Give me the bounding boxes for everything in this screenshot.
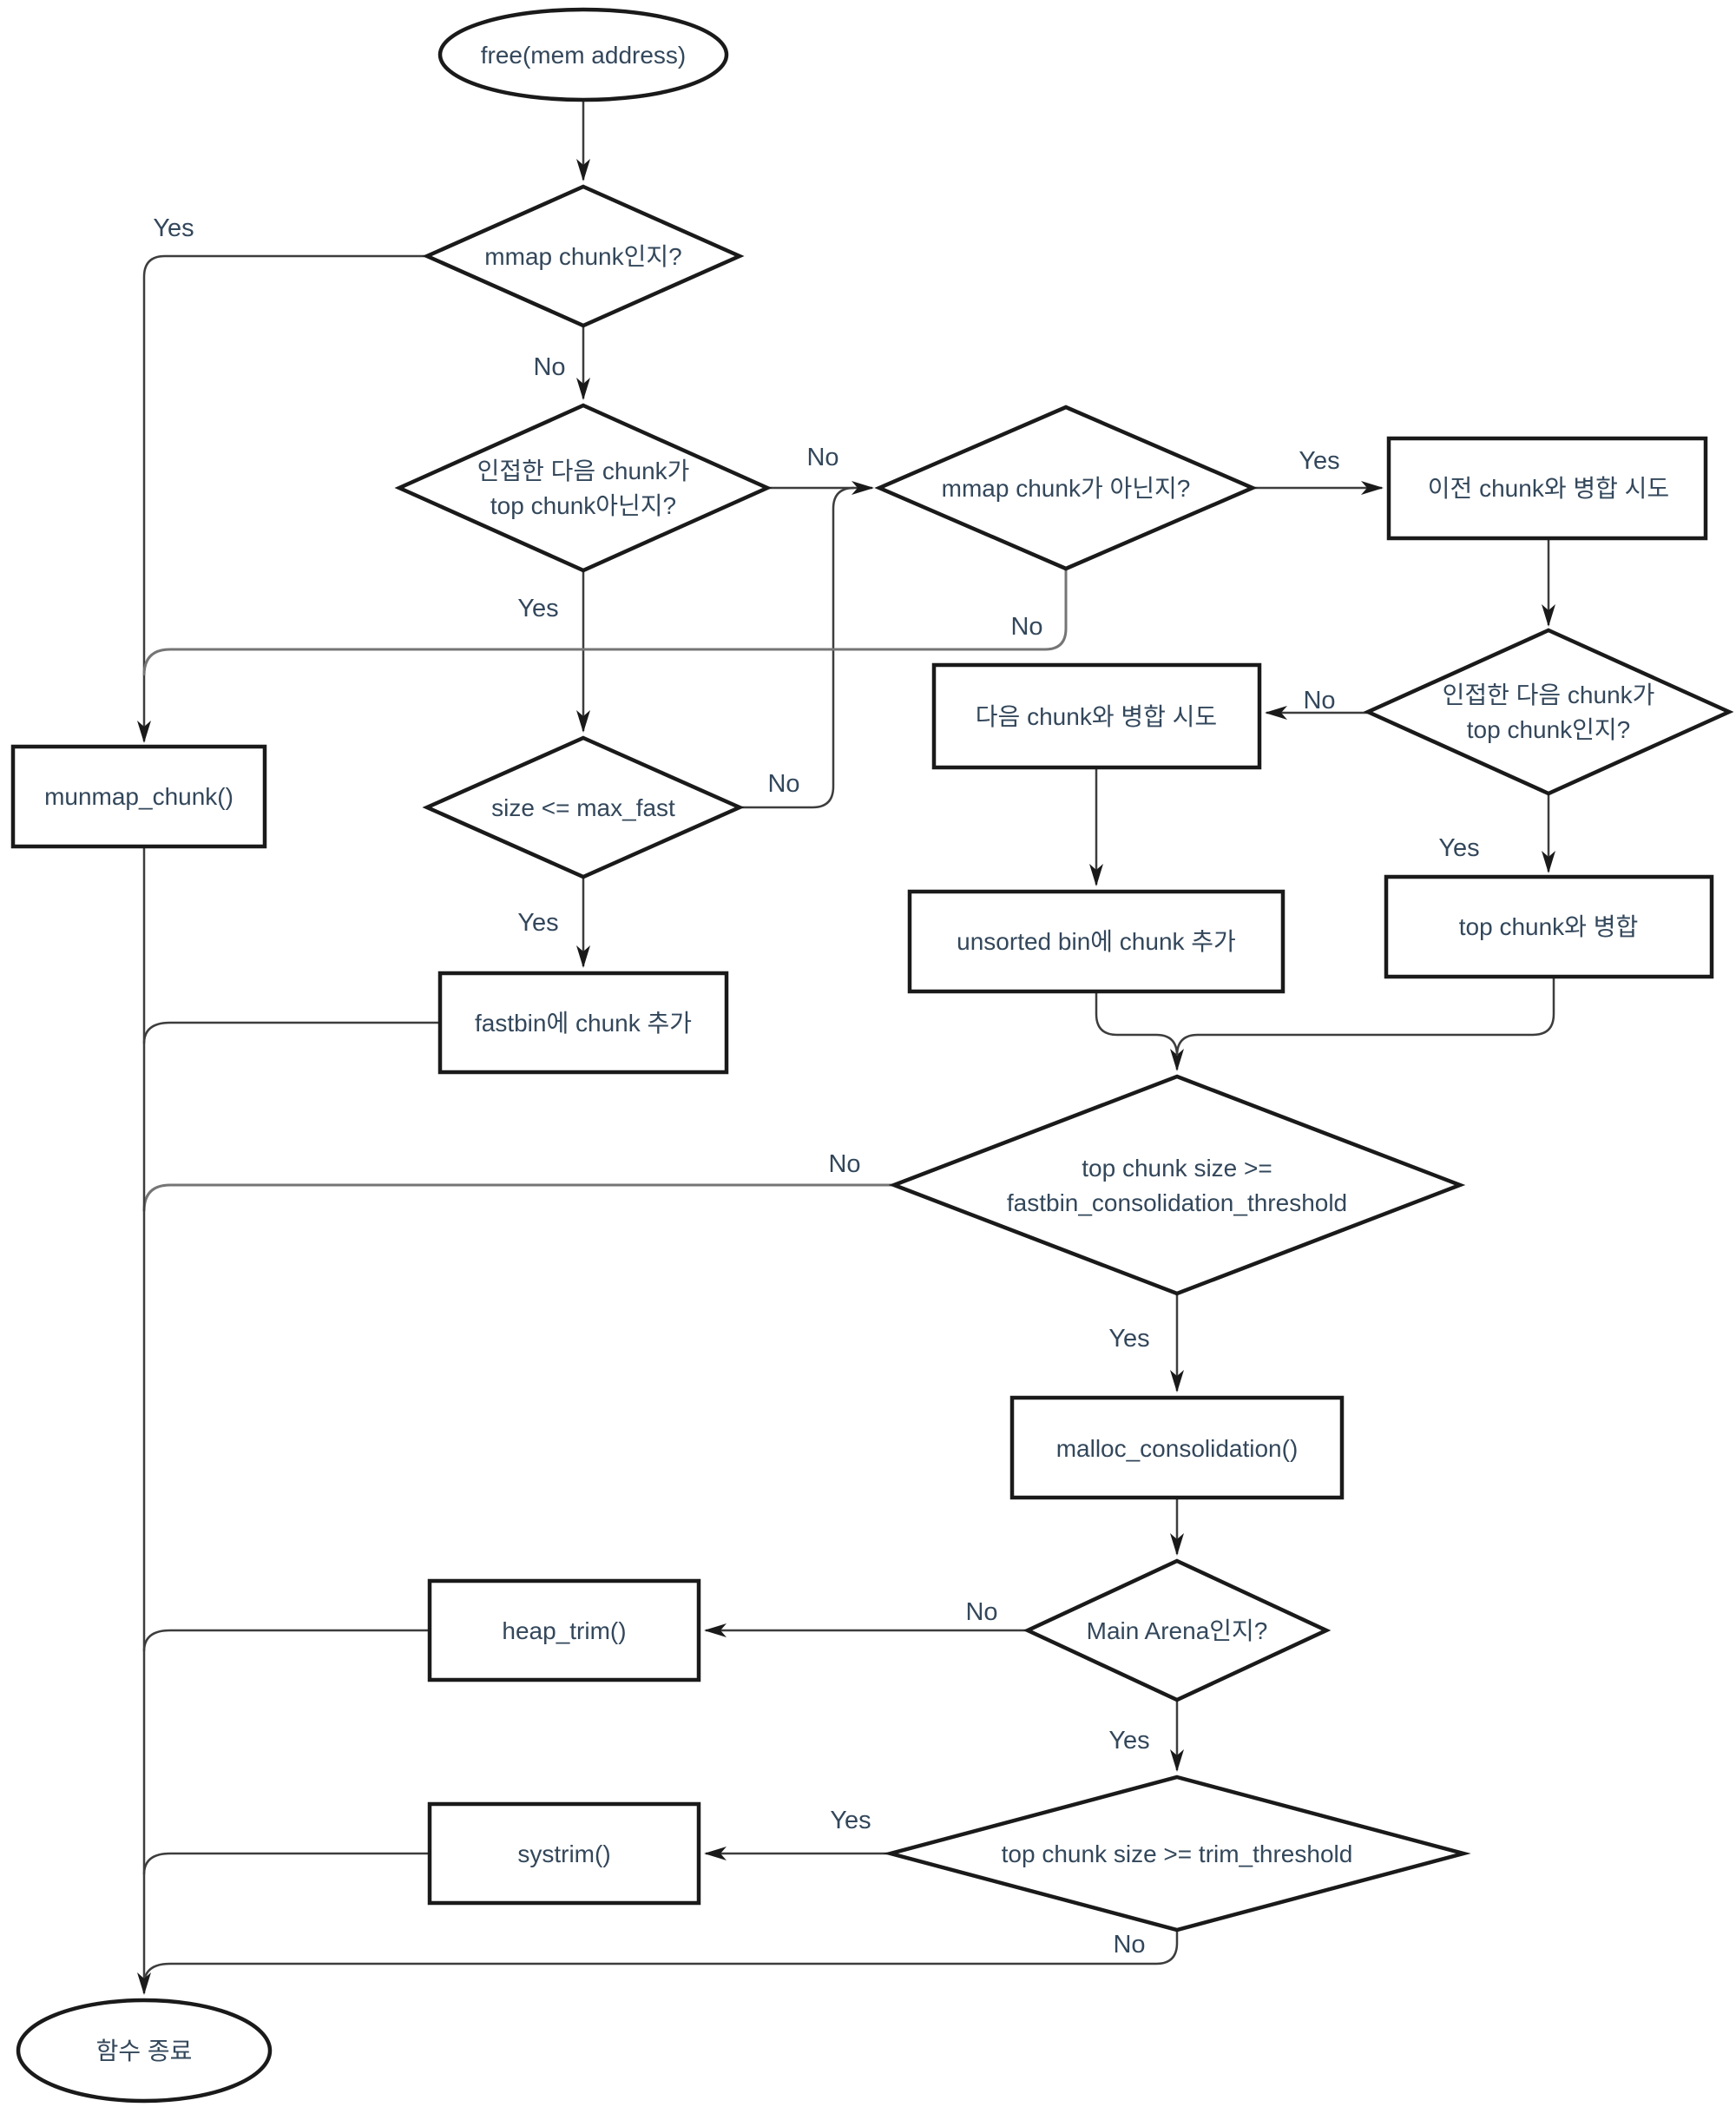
not-mmap-label: mmap chunk가 아닌지?: [942, 475, 1191, 502]
fastbin-label: fastbin에 chunk 추가: [475, 1010, 692, 1037]
label-mmap-yes: Yes: [153, 214, 194, 242]
node-decision-mmap-chunk: mmap chunk인지?: [422, 184, 745, 328]
heap-trim-box: [427, 1578, 701, 1682]
label-nexttop-no: No: [806, 444, 838, 471]
main-arena-diamond: [1023, 1558, 1332, 1702]
malloc-consolidation-label: malloc_consolidation(): [1056, 1435, 1299, 1462]
label-notmmap-no: No: [1010, 613, 1042, 641]
node-process-systrim: systrim(): [427, 1801, 701, 1906]
consolidation-line2: fastbin_consolidation_threshold: [1007, 1189, 1347, 1216]
edge-fastbin-merge: [142, 1021, 440, 1044]
node-process-top-merge: top chunk와 병합: [1384, 874, 1714, 979]
label-mmap-no: No: [533, 353, 565, 381]
edge-unsorted-to-consolidation: [1095, 991, 1184, 1071]
mmap-diamond: [422, 184, 745, 328]
top-merge-label: top chunk와 병합: [1459, 913, 1638, 940]
systrim-box: [427, 1801, 701, 1906]
node-process-heap-trim: heap_trim(): [427, 1578, 701, 1682]
unsorted-bin-label: unsorted bin에 chunk 추가: [957, 928, 1236, 955]
start-ellipse: [437, 7, 729, 102]
edge-labels: Yes No No Yes Yes No No Yes No Yes No Ye…: [153, 214, 1479, 1959]
malloc-consolidation-box: [1009, 1395, 1345, 1500]
label-nexttop-yes: Yes: [517, 595, 558, 622]
consolidation-line1: top chunk size >=: [1082, 1155, 1272, 1182]
node-start-terminator: free(mem address): [437, 7, 729, 102]
next-not-top-diamond: [394, 403, 773, 573]
systrim-label: systrim(): [517, 1840, 610, 1867]
node-process-unsorted-bin: unsorted bin에 chunk 추가: [907, 889, 1286, 994]
maxfast-diamond: [422, 735, 745, 879]
trim-threshold-label: top chunk size >= trim_threshold: [1002, 1840, 1353, 1867]
next-merge-box: [931, 662, 1262, 770]
node-process-prev-merge: 이전 chunk와 병합 시도: [1386, 436, 1708, 541]
edge-mmap-yes-to-munmap: [137, 254, 427, 743]
consolidation-diamond: [888, 1074, 1466, 1296]
edge-consolidation-no-left: [142, 1183, 894, 1212]
munmap-box: [10, 744, 267, 849]
next-is-top-diamond: [1363, 628, 1734, 796]
end-ellipse: [16, 1998, 273, 2104]
edge-heaptrim-merge: [142, 1629, 430, 1652]
fastbin-box: [437, 971, 729, 1075]
not-mmap-diamond: [874, 405, 1258, 571]
mmap-diamond-label: mmap chunk인지?: [484, 243, 681, 270]
edges: [137, 100, 1555, 1995]
node-decision-next-is-top: 인접한 다음 chunk가 top chunk인지?: [1363, 628, 1734, 796]
edge-systrim-merge: [142, 1852, 430, 1875]
edge-trim-no-return: [142, 1930, 1179, 1985]
end-label: 함수 종료: [96, 2038, 193, 2064]
label-trim-yes: Yes: [830, 1807, 871, 1834]
label-maxfast-no: No: [767, 770, 799, 798]
node-end-terminator: 함수 종료: [16, 1998, 273, 2104]
node-process-malloc-consolidation: malloc_consolidation(): [1009, 1395, 1345, 1500]
node-decision-main-arena: Main Arena인지?: [1023, 1558, 1332, 1702]
label-istop-no: No: [1303, 687, 1335, 714]
node-process-next-merge: 다음 chunk와 병합 시도: [931, 662, 1262, 770]
label-notmmap-yes: Yes: [1299, 447, 1339, 475]
label-maxfast-yes: Yes: [517, 909, 558, 937]
start-label: free(mem address): [481, 42, 687, 69]
munmap-label: munmap_chunk(): [44, 783, 233, 810]
next-not-top-line2: top chunk아닌지?: [490, 492, 676, 519]
label-istop-yes: Yes: [1438, 834, 1479, 862]
top-merge-box: [1384, 874, 1714, 979]
next-is-top-line2: top chunk인지?: [1467, 716, 1631, 743]
node-process-fastbin: fastbin에 chunk 추가: [437, 971, 729, 1075]
unsorted-bin-box: [907, 889, 1286, 994]
label-trim-no: No: [1113, 1931, 1145, 1959]
label-mainarena-yes: Yes: [1108, 1727, 1149, 1755]
edge-topmerge-to-consolidation: [1175, 977, 1555, 1057]
trim-threshold-diamond: [883, 1774, 1471, 1933]
label-consolidation-yes: Yes: [1108, 1325, 1149, 1353]
heap-trim-label: heap_trim(): [502, 1617, 626, 1644]
node-decision-maxfast: size <= max_fast: [422, 735, 745, 879]
node-decision-next-not-top: 인접한 다음 chunk가 top chunk아닌지?: [394, 403, 773, 573]
edge-notmmap-no-to-munmap: [142, 569, 1068, 676]
next-merge-label: 다음 chunk와 병합 시도: [976, 703, 1217, 730]
label-consolidation-no: No: [828, 1150, 860, 1178]
node-decision-not-mmap: mmap chunk가 아닌지?: [874, 405, 1258, 571]
label-mainarena-no: No: [965, 1598, 997, 1626]
next-not-top-line1: 인접한 다음 chunk가: [477, 458, 690, 484]
node-decision-trim-threshold: top chunk size >= trim_threshold: [883, 1774, 1471, 1933]
edge-maxfast-no-connector: [740, 486, 855, 809]
node-decision-consolidation-threshold: top chunk size >= fastbin_consolidation_…: [888, 1074, 1466, 1296]
prev-merge-box: [1386, 436, 1708, 541]
node-process-munmap: munmap_chunk(): [10, 744, 267, 849]
main-arena-label: Main Arena인지?: [1087, 1617, 1268, 1644]
maxfast-label: size <= max_fast: [491, 794, 675, 821]
prev-merge-label: 이전 chunk와 병합 시도: [1428, 475, 1669, 502]
next-is-top-line1: 인접한 다음 chunk가: [1443, 681, 1655, 708]
